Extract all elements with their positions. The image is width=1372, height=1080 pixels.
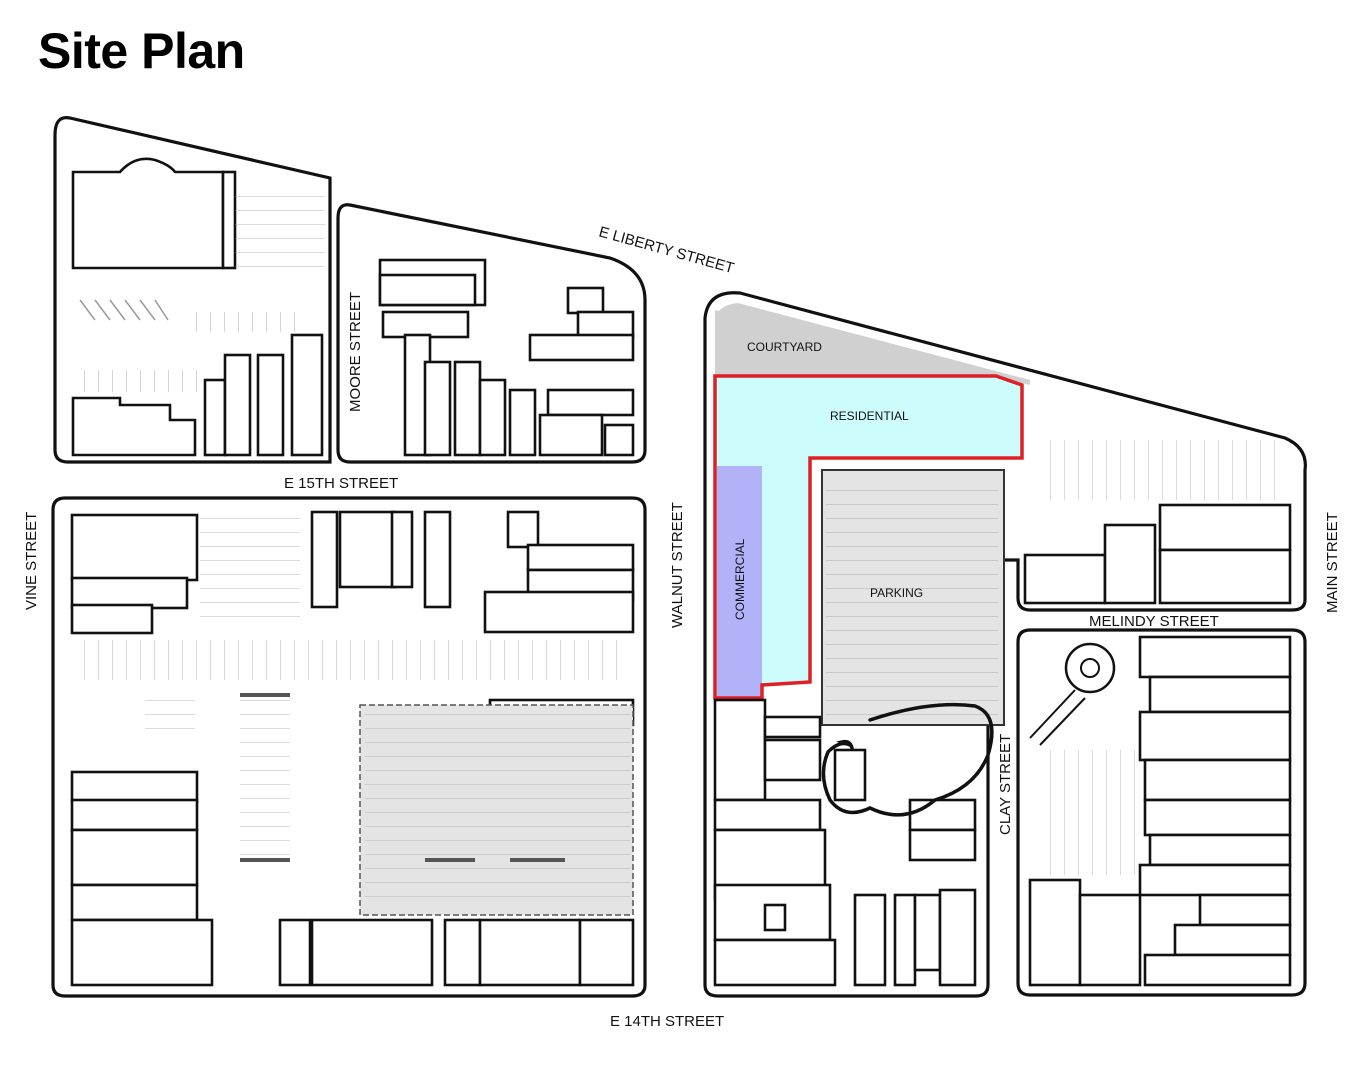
zone-label-courtyard: COURTYARD (747, 340, 822, 354)
commercial-zone (717, 466, 762, 698)
zone-label-parking: PARKING (870, 586, 923, 600)
street-label-clay: CLAY STREET (997, 734, 1014, 835)
northwest-block-details (71, 157, 325, 457)
zone-label-residential: RESIDENTIAL (830, 409, 909, 423)
courtyard-zone-upper (715, 303, 1030, 385)
annotation-loop (821, 702, 994, 817)
street-label-main: MAIN STREET (1324, 512, 1341, 613)
west-block-details (70, 510, 635, 987)
site-block-details (713, 440, 1292, 987)
street-label-e-14th: E 14TH STREET (610, 1013, 724, 1030)
southeast-block-details (1028, 635, 1292, 987)
site-outline (713, 374, 1024, 700)
street-label-melindy: MELINDY STREET (1089, 613, 1219, 630)
page-title: Site Plan (38, 23, 245, 79)
site-block-zones (713, 303, 1030, 726)
zone-label-commercial: COMMERCIAL (733, 538, 747, 620)
north-center-block-details (378, 258, 635, 457)
street-label-moore: MOORE STREET (347, 292, 364, 412)
street-label-e-15th: E 15TH STREET (284, 475, 398, 492)
street-label-walnut: WALNUT STREET (669, 502, 686, 628)
street-label-vine: VINE STREET (23, 512, 40, 610)
